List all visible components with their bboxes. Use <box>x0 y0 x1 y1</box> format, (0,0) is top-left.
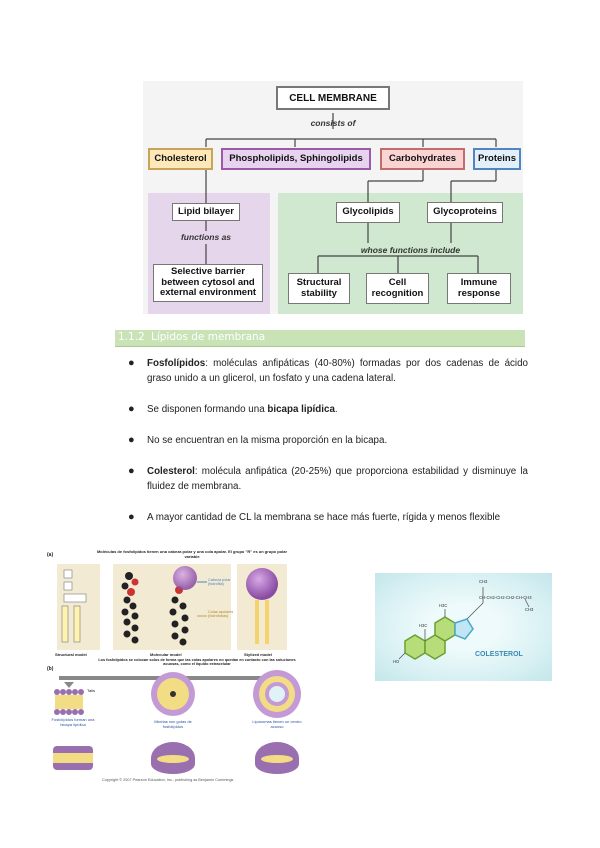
phospholipids-box: Phospholipids, Sphingolipids <box>221 148 371 170</box>
bullet-fosfolipidos: ● Fosfolípidos: moléculas anfipáticas (4… <box>128 356 528 386</box>
head-label: Cabeza polar (hidrófila) <box>208 578 231 587</box>
cholesterol-structure-figure: COLESTEROL CH-CH2-CH2-CH2-CH-CH3 CH3 CH3… <box>375 573 552 681</box>
bullet-colesterol: ● Colesterol: molécula anfipática (20-25… <box>128 464 528 494</box>
fosfolipidos-definition: : moléculas anfipáticas (40-80%) formada… <box>147 358 528 384</box>
bullet-dot: ● <box>128 511 135 523</box>
term-colesterol: Colesterol <box>147 466 195 477</box>
colesterol-definition: : molécula anfipática (20-25%) que propo… <box>147 466 528 492</box>
structural-model-label: Structural model <box>55 652 87 657</box>
panel-a-label: (a) <box>47 552 54 558</box>
bullet-dot: ● <box>128 403 135 415</box>
ho-label: HO <box>393 659 400 664</box>
term-bicapa-lipidica: bicapa lipídica <box>267 404 335 415</box>
bullet-cantidad-cl: ● A mayor cantidad de CL la membrana se … <box>128 510 528 525</box>
bicapa-post: . <box>334 404 338 415</box>
h3c-label-2: H3C <box>419 623 428 628</box>
glycolipids-box: Glycolipids <box>336 202 400 223</box>
functions-as-label: functions as <box>180 232 232 242</box>
cholesterol-box: Cholesterol <box>148 148 213 170</box>
term-fosfolipidos: Fosfolípidos <box>147 358 206 369</box>
cell-membrane-title: CELL MEMBRANE <box>276 86 390 110</box>
molecular-model-label: Molecular model <box>150 652 182 657</box>
copyright-label: Copyright © 2007 Pearson Education, Inc.… <box>102 778 234 782</box>
bullet-proporcion: ● No se encuentran en la misma proporció… <box>128 433 528 448</box>
glycoproteins-box: Glycoproteins <box>427 202 503 223</box>
h3c-label-1: H3C <box>439 603 448 608</box>
tails-label: Tails <box>87 688 96 693</box>
phospholipid-caption-middle: Los fosfolípidos se colocan solos de for… <box>98 658 296 667</box>
liposome-label: Liposomas tienen un centro acuoso <box>252 719 302 729</box>
lipid-bilayer-box: Lipid bilayer <box>172 203 240 221</box>
proteins-box: Proteins <box>473 148 521 170</box>
cantidad-cl-text: A mayor cantidad de CL la membrana se ha… <box>147 512 501 523</box>
side-chain-label: CH-CH2-CH2-CH2-CH-CH3 <box>479 595 532 600</box>
proporcion-text: No se encuentran en la misma proporción … <box>147 435 388 446</box>
consists-of-label: consists of <box>310 118 356 128</box>
bullet-dot: ● <box>128 434 135 446</box>
immune-response-box: Immune response <box>447 273 511 304</box>
stylized-model-label: Stylized model <box>244 652 273 657</box>
phospholipid-figure: (a) (b) Moléculas de fosfolípidos tienen… <box>47 546 340 786</box>
section-number: 1.1.2 <box>118 331 145 343</box>
micelle-label: Micelas son gotas de fosfolípidos <box>154 719 192 729</box>
panel-b-label: (b) <box>47 666 54 672</box>
cholesterol-rings <box>398 587 530 660</box>
whose-functions-label: whose functions include <box>360 245 461 255</box>
tail-label: Colas apolares (hidrófobas) <box>208 610 234 619</box>
cell-membrane-concept-map: CELL MEMBRANE consists of Cholesterol Ph… <box>143 81 523 314</box>
phospholipid-illustration <box>53 564 301 774</box>
bicapa-pre: Se disponen formando una <box>147 404 268 415</box>
carbohydrates-box: Carbohydrates <box>380 148 465 170</box>
bullet-bicapa: ● Se disponen formando una bicapa lipídi… <box>128 402 528 417</box>
ch3-right-label: CH3 <box>525 607 534 612</box>
structural-stability-box: Structural stability <box>288 273 350 304</box>
cell-recognition-box: Cell recognition <box>366 273 429 304</box>
section-divider <box>115 346 525 347</box>
phospholipid-caption-top: Moléculas de fosfolípidos tienen una cab… <box>96 549 288 559</box>
ch3-top-label: CH3 <box>479 579 488 584</box>
concept-map-connectors <box>205 113 497 273</box>
bullet-dot: ● <box>128 465 135 477</box>
cholesterol-label: COLESTEROL <box>475 651 523 658</box>
section-header: 1.1.2 Lípidos de membrana <box>115 330 525 346</box>
bullet-dot: ● <box>128 357 135 369</box>
section-title: Lípidos de membrana <box>151 331 266 343</box>
selective-barrier-box: Selective barrier between cytosol and ex… <box>153 264 263 302</box>
bilayer-label: Fosfolípidos forman una bicapa lipídica <box>51 717 95 727</box>
